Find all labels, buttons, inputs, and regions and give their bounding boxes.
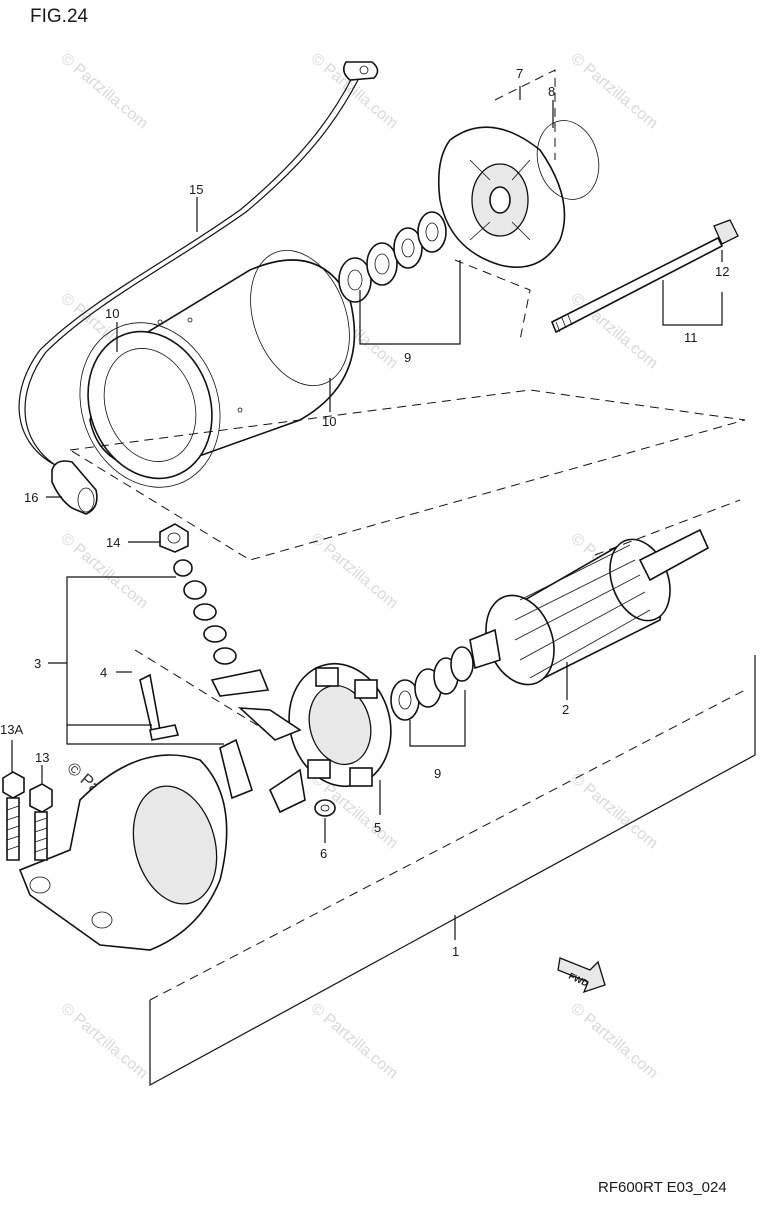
- dash-leader-7: [494, 69, 556, 160]
- dash-leader-armature: [594, 499, 741, 556]
- yoke-housing: [79, 259, 356, 488]
- dash-leader-terminal: [134, 649, 266, 731]
- callout-4: 4: [100, 665, 107, 680]
- o-ring-10-rear: [250, 249, 350, 387]
- leader-9b: [409, 690, 466, 747]
- washer-stack-9-lower: [390, 646, 474, 721]
- callout-7: 7: [516, 66, 523, 81]
- washer-stack-9-upper: [338, 211, 447, 303]
- armature-2: [469, 528, 710, 686]
- watermark: © Partzilla.com: [567, 770, 661, 852]
- callout-3: 3: [34, 656, 41, 671]
- watermark: © Partzilla.com: [57, 50, 151, 132]
- leader-11: [662, 280, 723, 326]
- housing-end-1: [18, 754, 228, 951]
- through-bolt-11: [550, 219, 739, 334]
- brush-holder-5: [288, 662, 392, 788]
- bolt-13: [29, 783, 53, 861]
- callout-11: 11: [684, 330, 698, 345]
- callout-5: 5: [374, 820, 381, 835]
- callout-14: 14: [106, 535, 120, 550]
- assembly-outline-1: [149, 655, 756, 1087]
- watermark: © Partzilla.com: [567, 50, 661, 132]
- o-ring-8: [536, 120, 600, 200]
- dash-leader-cover: [454, 259, 531, 341]
- leader-3: [66, 576, 224, 745]
- figure-code: RF600RT E03_024: [598, 1179, 727, 1196]
- watermark: © Partzilla.com: [307, 1000, 401, 1082]
- watermark: © Partzilla.com: [307, 530, 401, 612]
- callout-13: 13: [35, 750, 49, 765]
- end-cover-7: [437, 126, 566, 269]
- nut-6: [314, 799, 336, 817]
- callout-9-lower: 9: [434, 766, 441, 781]
- callout-13a: 13A: [0, 722, 23, 737]
- callout-8: 8: [548, 84, 555, 99]
- leader-9a: [359, 260, 461, 345]
- callout-10-rear: 10: [322, 414, 336, 429]
- watermark: © Partzilla.com: [57, 1000, 151, 1082]
- callout-12: 12: [715, 264, 729, 279]
- lead-wire-15: [18, 61, 379, 469]
- dash-envelope-upper: [68, 389, 746, 561]
- callout-10-front: 10: [105, 306, 119, 321]
- callout-9-upper: 9: [404, 350, 411, 365]
- callout-2: 2: [562, 702, 569, 717]
- figure-title: FIG.24: [30, 6, 89, 27]
- assembly-dash-1: [149, 689, 746, 1001]
- bolt-13a: [2, 771, 25, 861]
- callout-1: 1: [452, 944, 459, 959]
- fwd-arrow: FWD: [557, 957, 606, 994]
- grommet-16: [51, 460, 98, 515]
- callout-16: 16: [24, 490, 38, 505]
- watermark: © Partzilla.com: [567, 1000, 661, 1082]
- nut-14: [159, 523, 189, 553]
- callout-15: 15: [189, 182, 203, 197]
- terminal-kit-3: [139, 559, 306, 814]
- callout-6: 6: [320, 846, 327, 861]
